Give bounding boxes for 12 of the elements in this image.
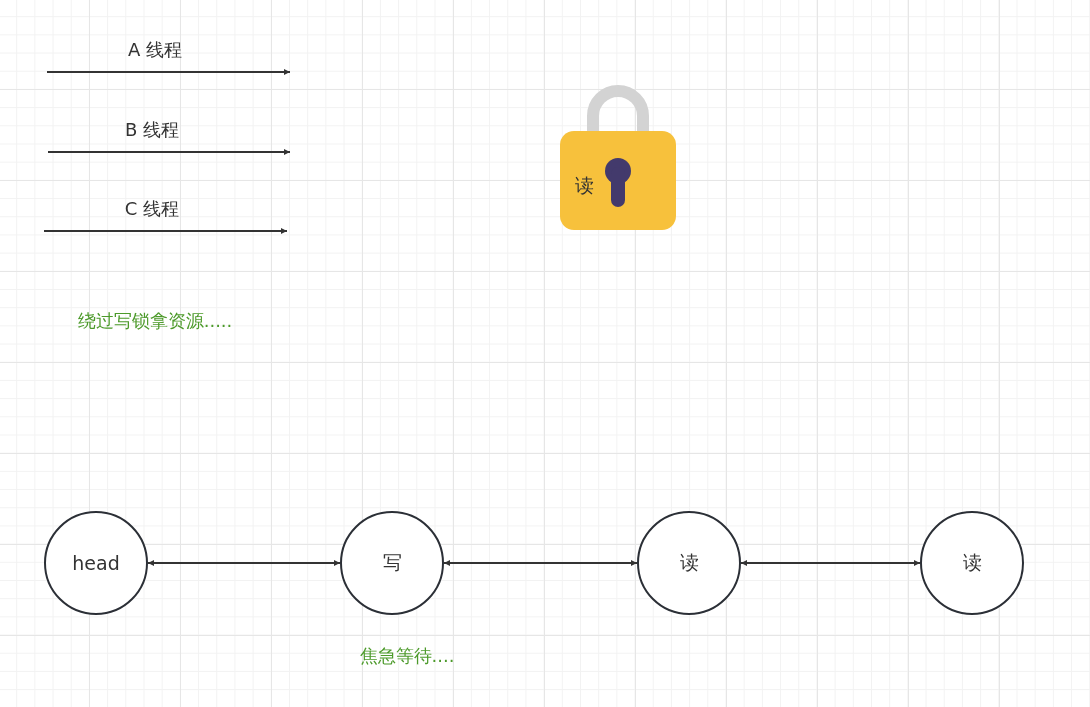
note-text: 焦急等待.... (359, 644, 455, 668)
note-text: 绕过写锁拿资源..... (77, 309, 233, 333)
list-node: head (44, 511, 148, 615)
thread-label: A 线程 (128, 38, 182, 62)
thread-label: C 线程 (124, 197, 180, 221)
thread-label: B 线程 (124, 118, 180, 142)
list-node: 读 (920, 511, 1024, 615)
list-node: 写 (340, 511, 444, 615)
arrow (740, 560, 921, 566)
arrow (147, 560, 341, 566)
list-node: 读 (637, 511, 741, 615)
arrow (443, 560, 638, 566)
